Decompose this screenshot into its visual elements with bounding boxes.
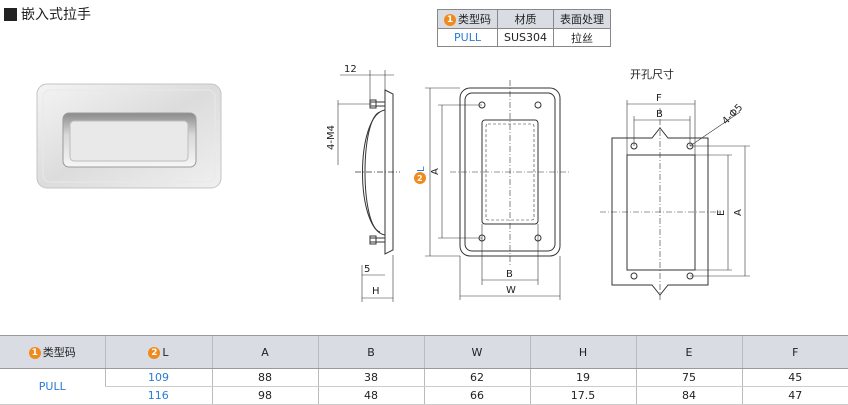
cutout-e-label: E [716,210,727,216]
dims-header-e: E [635,335,742,369]
page-title-text: 嵌入式拉手 [21,7,91,23]
technical-drawing: 12 4-M4 5 H 2 L A B W 开孔尺寸 F B 4-Φ5 E A [36,64,750,302]
cutout-b-label: B [656,109,663,120]
spec-header-finish: 表面处理 [553,9,612,29]
spec-type-code: PULL [437,28,498,47]
badge-1-icon: 1 [28,347,41,359]
cutout-view [600,100,750,300]
cutout-a-label: A [733,209,744,216]
cutout-title: 开孔尺寸 [630,67,674,81]
spec-material: SUS304 [496,28,555,47]
dim-h-label: H [372,286,380,297]
dims-header-w: W [423,335,530,369]
dim-b-label: B [506,269,513,280]
cutout-phi-label: 4-Φ5 [720,102,745,127]
dim-12-label: 12 [344,64,357,75]
product-photo [36,83,222,189]
dim-l-label: L [416,166,427,172]
badge-1-icon: 1 [444,14,456,26]
dims-header-h: H [529,335,636,369]
dim-w-label: W [506,285,516,296]
page-title: 嵌入式拉手 [4,4,91,24]
dims-header-f: F [741,335,848,369]
dims-header-b: B [317,335,424,369]
side-view [337,70,400,302]
dim-a-label: A [430,168,441,175]
dim-m4-label: 4-M4 [326,125,337,150]
table-row: 116 98 48 66 17.5 84 47 [0,386,848,405]
cutout-f-label: F [656,93,662,104]
table-row: PULL 109 88 38 62 19 75 45 [0,368,848,405]
badge-2-icon [414,172,426,184]
dims-header-a: A [211,335,318,369]
spec-finish: 拉丝 [553,28,612,47]
dim-5-label: 5 [364,264,370,275]
badge-2-icon: 2 [148,346,161,359]
spec-header-material: 材质 [496,9,555,29]
dims-type-code: PULL [0,368,105,405]
front-view [425,80,570,300]
dim-l-badge: 2 [417,174,423,183]
square-icon [4,7,17,21]
